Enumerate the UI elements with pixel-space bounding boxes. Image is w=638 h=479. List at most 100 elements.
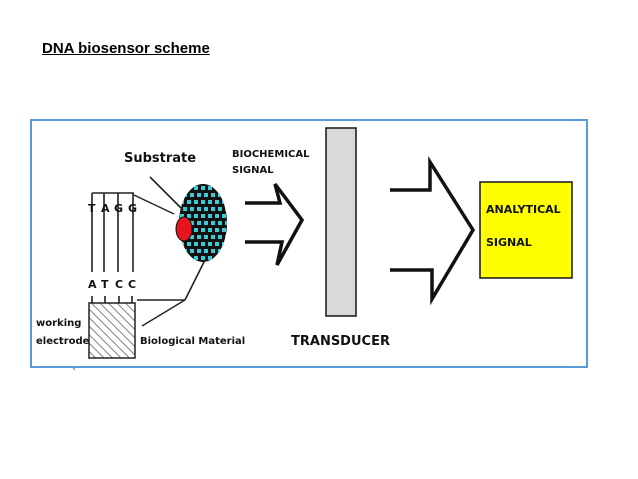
dna-pointer: [133, 194, 175, 215]
substrate-dot: [222, 186, 226, 190]
substrate-dot: [190, 221, 194, 225]
working-electrode-label-line1: working: [36, 318, 81, 329]
substrate-dot: [204, 249, 208, 253]
substrate-dot: [218, 235, 222, 239]
substrate-dot: [215, 214, 219, 218]
substrate-dot: [208, 242, 212, 246]
substrate-dot: [215, 228, 219, 232]
analytical-signal-label-line2: SIGNAL: [486, 236, 532, 249]
substrate-dot: [190, 235, 194, 239]
biochemical-signal-label-line1: BIOCHEMICAL: [232, 149, 310, 160]
substrate-dot: [218, 207, 222, 211]
substrate-dot: [201, 256, 205, 260]
substrate-dot: [197, 249, 201, 253]
substrate-dot: [183, 249, 187, 253]
substrate-dot: [194, 200, 198, 204]
substrate-dot: [225, 193, 227, 197]
dna-bottom-base-2: T: [101, 278, 109, 291]
substrate-dot: [215, 242, 219, 246]
stray-mark: [72, 367, 76, 371]
analytical-signal-box: [479, 181, 573, 279]
substrate-dot: [204, 193, 208, 197]
substrate-dot: [194, 214, 198, 218]
substrate-dot: [222, 214, 226, 218]
substrate-dot: [222, 256, 226, 260]
substrate-dot: [194, 186, 198, 190]
substrate-dot: [180, 200, 184, 204]
dna-bottom-base-3: C: [115, 278, 123, 291]
substrate-dot: [201, 200, 205, 204]
working-electrode-label-line2: electrode: [36, 336, 90, 347]
substrate-dot: [215, 200, 219, 204]
substrate-dot: [225, 249, 227, 253]
substrate-dot: [222, 228, 226, 232]
substrate-dot: [211, 193, 215, 197]
material-pointer-b: [184, 259, 206, 301]
substrate-dot: [208, 214, 212, 218]
substrate-dot: [222, 200, 226, 204]
biochemical-signal-label-line2: SIGNAL: [232, 165, 274, 176]
dna-top-base-2: A: [101, 202, 110, 215]
substrate-dot: [190, 249, 194, 253]
substrate-label: Substrate: [124, 151, 196, 166]
page-title: DNA biosensor scheme: [42, 40, 210, 57]
substrate-dot: [215, 186, 219, 190]
substrate-dot: [190, 207, 194, 211]
substrate-dot: [204, 221, 208, 225]
substrate-dot: [194, 256, 198, 260]
substrate-dot: [197, 193, 201, 197]
substrate-dot: [197, 235, 201, 239]
transducer-block: [325, 127, 357, 317]
working-electrode: [88, 302, 136, 359]
biochemical-arrow: [245, 182, 305, 266]
substrate-dot: [225, 207, 227, 211]
dna-top-base-1: T: [88, 202, 96, 215]
substrate-dot: [194, 228, 198, 232]
transducer-label: TRANSDUCER: [291, 334, 390, 349]
substrate-dot: [183, 193, 187, 197]
substrate-dot: [180, 214, 184, 218]
substrate-dot: [201, 228, 205, 232]
substrate-dot: [204, 207, 208, 211]
biological-material-label: Biological Material: [140, 336, 245, 347]
substrate-dot: [208, 256, 212, 260]
substrate-dot: [187, 186, 191, 190]
substrate-dot: [204, 235, 208, 239]
substrate-dot: [187, 256, 191, 260]
substrate-dot: [180, 186, 184, 190]
substrate-pointer: [149, 176, 184, 211]
substrate-dot: [187, 214, 191, 218]
substrate-dot: [187, 242, 191, 246]
substrate-dot: [218, 193, 222, 197]
substrate-dot: [225, 235, 227, 239]
dna-strands: [91, 192, 134, 303]
analytical-arrow: [390, 155, 476, 306]
substrate-dot: [211, 249, 215, 253]
substrate-dot: [180, 242, 184, 246]
substrate-dot: [201, 186, 205, 190]
dna-top-base-4: G: [128, 202, 137, 215]
substrate-red-marker: [175, 216, 193, 242]
substrate-dot: [218, 221, 222, 225]
material-pointer-c: [141, 299, 186, 327]
analytical-signal-label-line1: ANALYTICAL: [486, 203, 561, 216]
substrate-dot: [208, 200, 212, 204]
substrate-dot: [211, 221, 215, 225]
dna-bottom-base-4: C: [128, 278, 136, 291]
substrate-dot: [208, 186, 212, 190]
dna-top-base-3: G: [114, 202, 123, 215]
substrate-dot: [201, 214, 205, 218]
substrate-dot: [225, 221, 227, 225]
substrate-dot: [201, 242, 205, 246]
substrate-dot: [215, 256, 219, 260]
substrate-dot: [211, 207, 215, 211]
substrate-dot: [187, 200, 191, 204]
substrate-dot: [222, 242, 226, 246]
substrate-dot: [190, 193, 194, 197]
substrate-dot: [197, 207, 201, 211]
substrate-dot: [194, 242, 198, 246]
dna-bottom-base-1: A: [88, 278, 97, 291]
substrate-dot: [183, 207, 187, 211]
substrate-dot: [197, 221, 201, 225]
